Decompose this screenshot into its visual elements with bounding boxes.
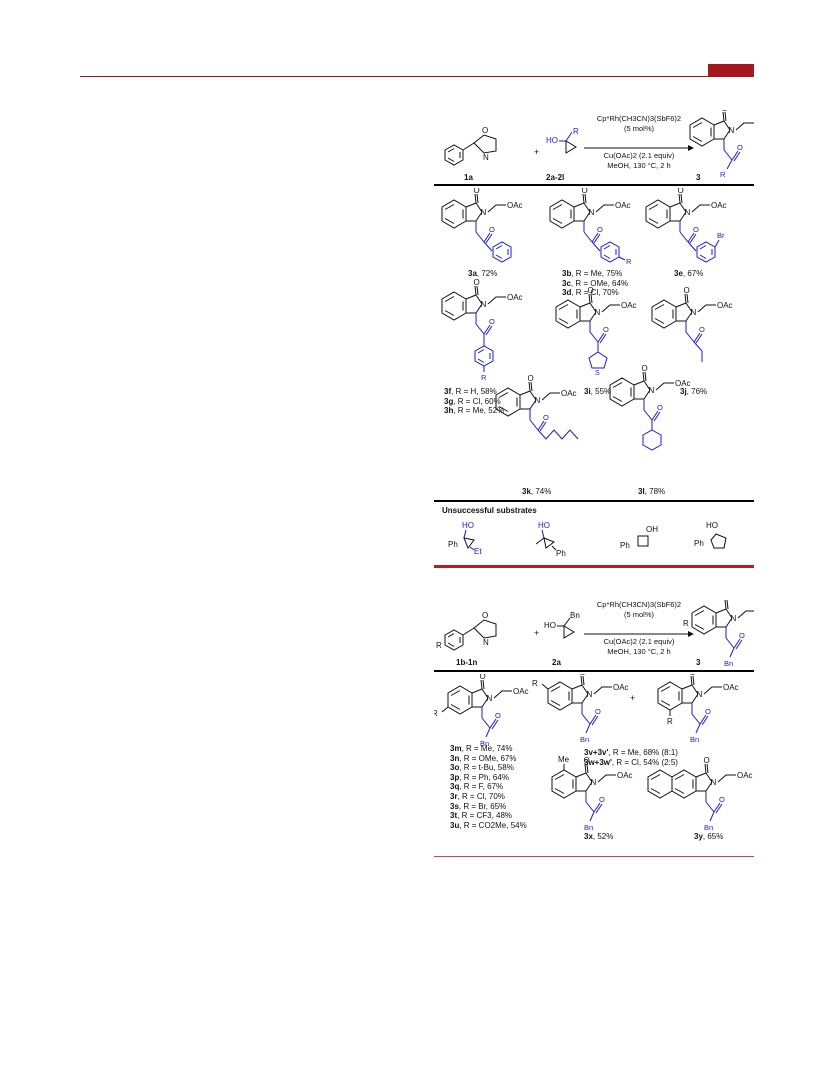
svg-text:Me: Me [558,755,570,764]
scheme-2-conditions-below: Cu(OAc)2 (2.1 equiv) MeOH, 130 °C, 2 h [569,637,709,657]
svg-text:HO: HO [706,521,718,530]
unsuccessful-substrates-drawing: HO Ph Et HO Ph OH Ph HO Ph [448,521,727,558]
svg-text:R: R [434,709,438,718]
product-3y-label: 3y, 65% [694,832,724,841]
catalyst: Cp*Rh(CH3CN)3(SbF6)2 [596,114,682,123]
svg-text:+: + [630,693,635,703]
product-3k-label: 3k, 74% [522,487,552,496]
svg-text:R: R [481,373,487,382]
label-2a-2l: 2a-2l [546,173,565,182]
scheme-2-products-drawing: Bn R Bn R + Bn R Bn Me Bn [434,674,754,832]
catalyst-2: Cp*Rh(CH3CN)3(SbF6)2 [596,600,682,609]
scheme-2-conditions: Cp*Rh(CH3CN)3(SbF6)2 (5 mol%) [569,600,709,620]
scheme-1-conditions-below: Cu(OAc)2 (2.1 equiv) MeOH, 130 °C, 2 h [569,151,709,171]
scheme-2-reaction-drawing: R + HO Bn Bn R [436,600,754,668]
product-3f-3h-labels: 3f, R = H, 58% 3g, R = Cl, 60% 3h, R = M… [444,387,505,416]
product-3x-label: 3x, 52% [584,832,614,841]
scheme-2: R + HO Bn Bn R Cp*Rh(CH3CN)3(SbF6)2 (5 m… [434,600,754,860]
label-3: 3 [696,173,701,182]
svg-text:Bn: Bn [704,823,713,832]
svg-text:R: R [667,717,673,726]
product-3a-label: 3a, 72% [468,269,498,278]
oxidant-2: Cu(OAc)2 (2.1 equiv) [603,637,675,646]
svg-text:Bn: Bn [580,735,589,744]
solvent-temp-time: MeOH, 130 °C, 2 h [607,161,671,170]
svg-text:R: R [573,127,579,136]
svg-text:S: S [595,370,600,377]
product-3j-label: 3j, 76% [680,387,708,396]
svg-text:OH: OH [646,525,658,534]
svg-text:HO: HO [462,521,474,530]
svg-text:HO: HO [546,136,558,145]
scheme-1-bottom-rule [434,565,754,568]
scheme-2-top-rule [434,670,754,672]
svg-text:Br: Br [717,231,725,240]
svg-text:R: R [532,679,538,688]
label-1b-1n: 1b-1n [456,658,478,667]
svg-text:R: R [436,641,442,650]
svg-text:+: + [534,147,539,157]
svg-text:Ph: Ph [694,539,704,548]
svg-text:HO: HO [538,521,550,530]
svg-text:R: R [720,170,726,179]
scheme-1-mid-rule [434,500,754,502]
svg-text:R: R [626,257,632,266]
product-3b-3d-labels: 3b, R = Me, 75% 3c, R = OMe, 64% 3d, R =… [562,269,629,298]
scheme-1-products-drawing: R Br R S [441,188,734,451]
catalyst-loading-2: (5 mol%) [623,610,654,619]
svg-text:Ph: Ph [556,549,566,558]
svg-text:Bn: Bn [584,823,593,832]
oxidant: Cu(OAc)2 (2.1 equiv) [603,151,675,160]
svg-text:R: R [683,619,689,628]
catalyst-loading: (5 mol%) [623,124,654,133]
product-3v-3w-labels: 3v+3v', R = Me, 68% (8:1) 3w+3w', R = Cl… [584,748,678,767]
label-1a: 1a [464,173,473,182]
product-3l-label: 3l, 78% [638,487,666,496]
svg-text:Bn: Bn [570,611,580,620]
svg-text:Bn: Bn [480,739,489,748]
svg-text:Ph: Ph [448,540,458,549]
svg-text:Bn: Bn [724,659,733,668]
svg-text:+: + [534,628,539,638]
label-3-scheme2: 3 [696,658,701,667]
scheme-2-bottom-rule [434,856,754,857]
solvent-temp-time-2: MeOH, 130 °C, 2 h [607,647,671,656]
label-2a: 2a [552,658,561,667]
product-3i-label: 3i, 55% [584,387,612,396]
svg-text:Ph: Ph [620,541,630,550]
header-page-tab [708,64,754,77]
scheme-1: + HO R R Cp*Rh(CH3CN)3(SbF6)2 (5 mol%) C… [434,110,754,570]
product-3e-label: 3e, 67% [674,269,704,278]
unsuccessful-substrates-title: Unsuccessful substrates [442,506,537,515]
scheme-1-reaction-drawing: + HO R R [444,110,754,179]
product-3m-3u-labels: 3m, R = Me, 74% 3n, R = OMe, 67% 3o, R =… [450,744,527,830]
scheme-1-top-rule [434,184,754,186]
header-rule [80,76,754,77]
svg-text:Et: Et [474,547,482,556]
svg-text:HO: HO [544,621,556,630]
svg-text:Bn: Bn [690,735,699,744]
scheme-1-conditions: Cp*Rh(CH3CN)3(SbF6)2 (5 mol%) [569,114,709,134]
